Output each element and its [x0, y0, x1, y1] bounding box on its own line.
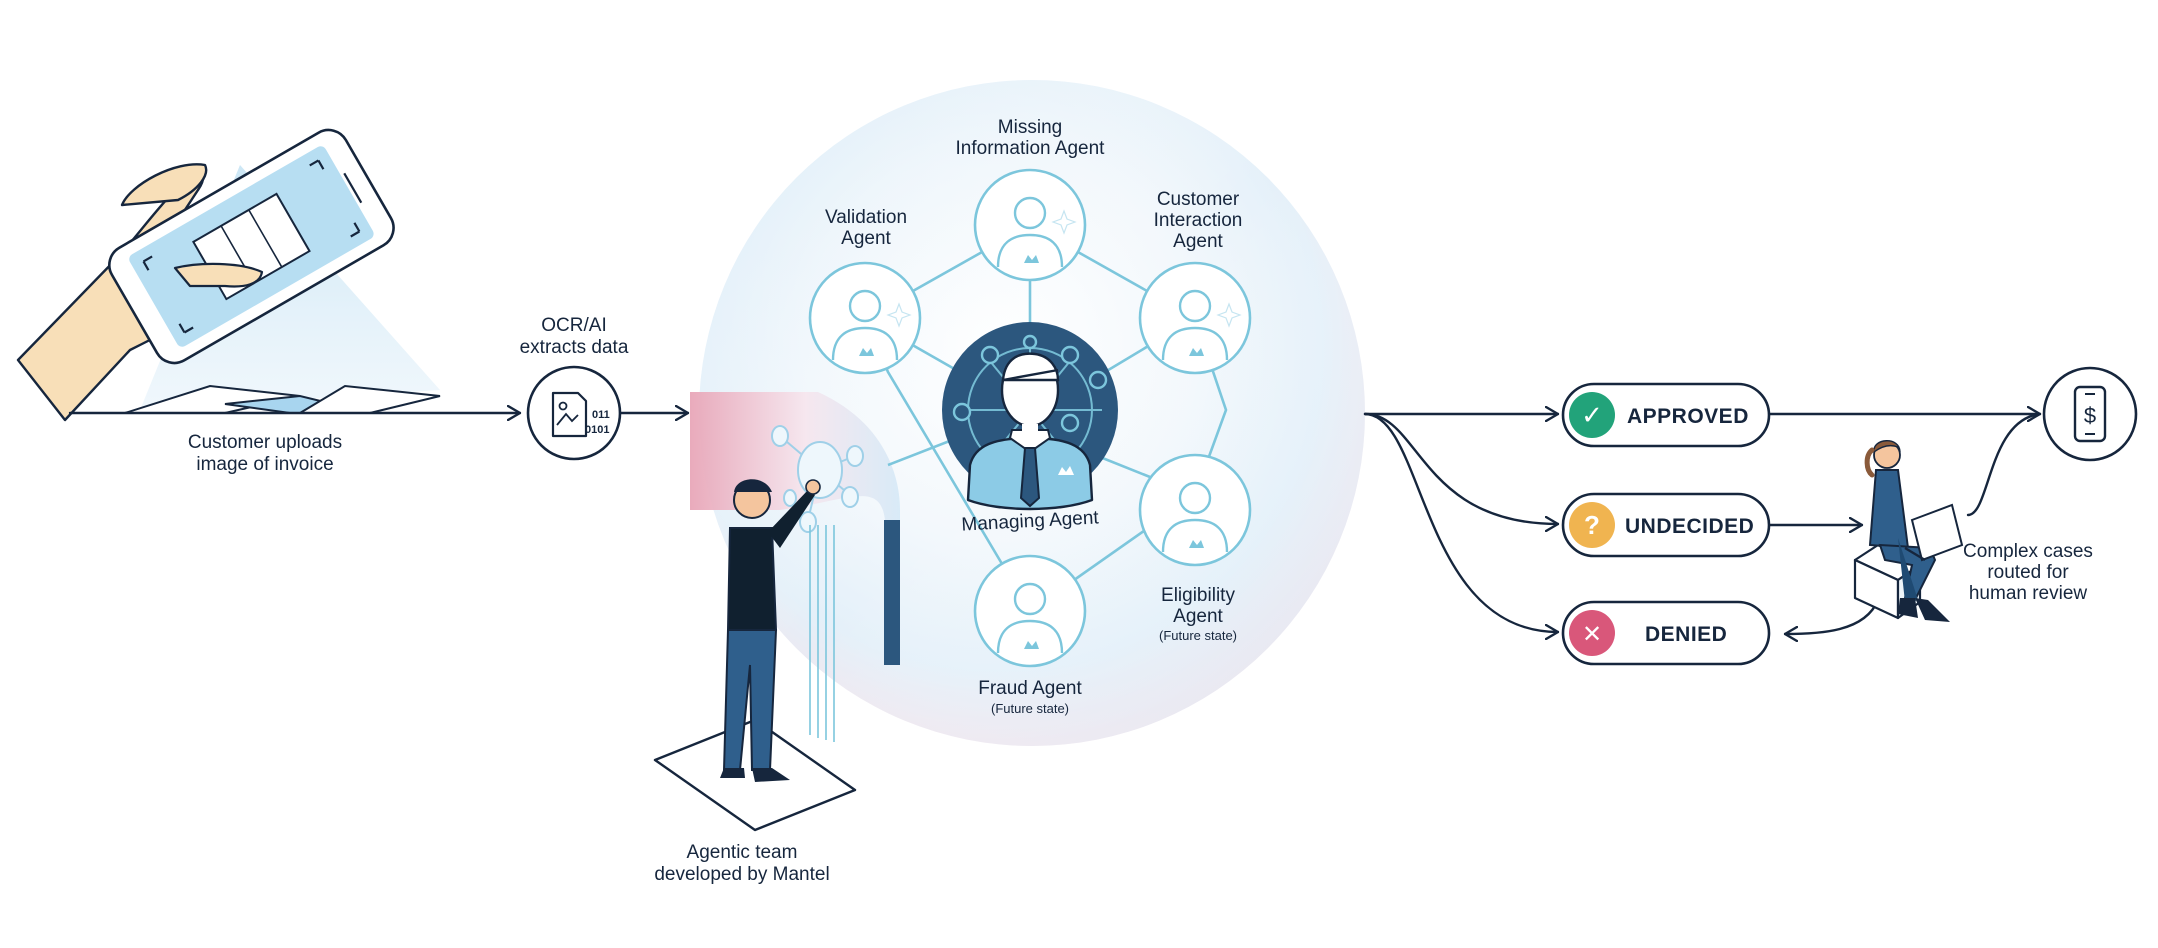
eligibility-agent-note: (Future state) — [1159, 628, 1237, 643]
document-scan-icon: 011 0101 — [551, 391, 610, 438]
approved-symbol: ✓ — [1581, 400, 1603, 430]
denied-symbol: ✕ — [1582, 621, 1602, 648]
validation-agent-label-line2: Agent — [841, 228, 891, 249]
payment-node: $ — [2042, 366, 2138, 462]
validation-agent-label-line1: Validation — [825, 207, 907, 228]
undecided-symbol: ? — [1584, 510, 1600, 540]
denied-label: DENIED — [1645, 623, 1727, 646]
svg-text:$: $ — [2084, 403, 2096, 428]
check-icon — [1569, 392, 1615, 438]
human-review-label-line2: routed for — [1987, 562, 2069, 583]
eligibility-agent-label-line1: Eligibility — [1161, 585, 1235, 606]
agent-avatar-validation — [808, 261, 922, 375]
hand-phone-illustration — [16, 128, 441, 422]
agent-avatar-customer-interaction — [1138, 261, 1252, 375]
upload-label-line2: image of invoice — [196, 454, 333, 475]
outcome-routing-arrows — [1363, 414, 2042, 634]
fraud-agent-note: (Future state) — [991, 701, 1069, 716]
managing-agent-avatar — [942, 322, 1118, 511]
agent-avatar-missing-information — [973, 168, 1087, 282]
customer-agent-label-line1: Customer — [1157, 189, 1240, 210]
outcome-denied: ✕ DENIED — [1561, 600, 1771, 666]
missing-agent-label-line1: Missing — [998, 117, 1062, 138]
human-review-label-line1: Complex cases — [1963, 541, 2093, 562]
missing-agent-label-line2: Information Agent — [956, 138, 1106, 159]
human-reviewer-illustration — [1853, 440, 1964, 622]
ocr-node: 011 0101 — [526, 365, 622, 461]
ocr-label-line2: extracts data — [520, 337, 629, 358]
agent-avatar-fraud — [973, 554, 1087, 668]
outcome-approved: ✓ APPROVED — [1561, 382, 1771, 448]
human-review-label-line3: human review — [1969, 583, 2088, 604]
fraud-agent-label: Fraud Agent — [978, 678, 1082, 699]
cross-icon — [1569, 610, 1615, 656]
developer-illustration — [653, 392, 900, 832]
ocr-label-line1: OCR/AI — [541, 315, 606, 336]
svg-text:011: 011 — [592, 409, 610, 421]
customer-agent-label-line3: Agent — [1173, 231, 1223, 252]
approved-label: APPROVED — [1627, 405, 1749, 428]
team-label-line2: developed by Mantel — [654, 864, 829, 885]
team-label-line1: Agentic team — [687, 842, 798, 863]
agent-avatar-eligibility — [1138, 453, 1252, 567]
eligibility-agent-label-line2: Agent — [1173, 606, 1223, 627]
outcome-undecided: ? UNDECIDED — [1561, 492, 1771, 558]
undecided-label: UNDECIDED — [1625, 515, 1754, 538]
question-icon — [1569, 502, 1615, 548]
svg-text:0101: 0101 — [585, 424, 609, 436]
mobile-payment-icon: $ — [2073, 385, 2107, 443]
upload-label-line1: Customer uploads — [188, 432, 342, 453]
customer-agent-label-line2: Interaction — [1154, 210, 1243, 231]
